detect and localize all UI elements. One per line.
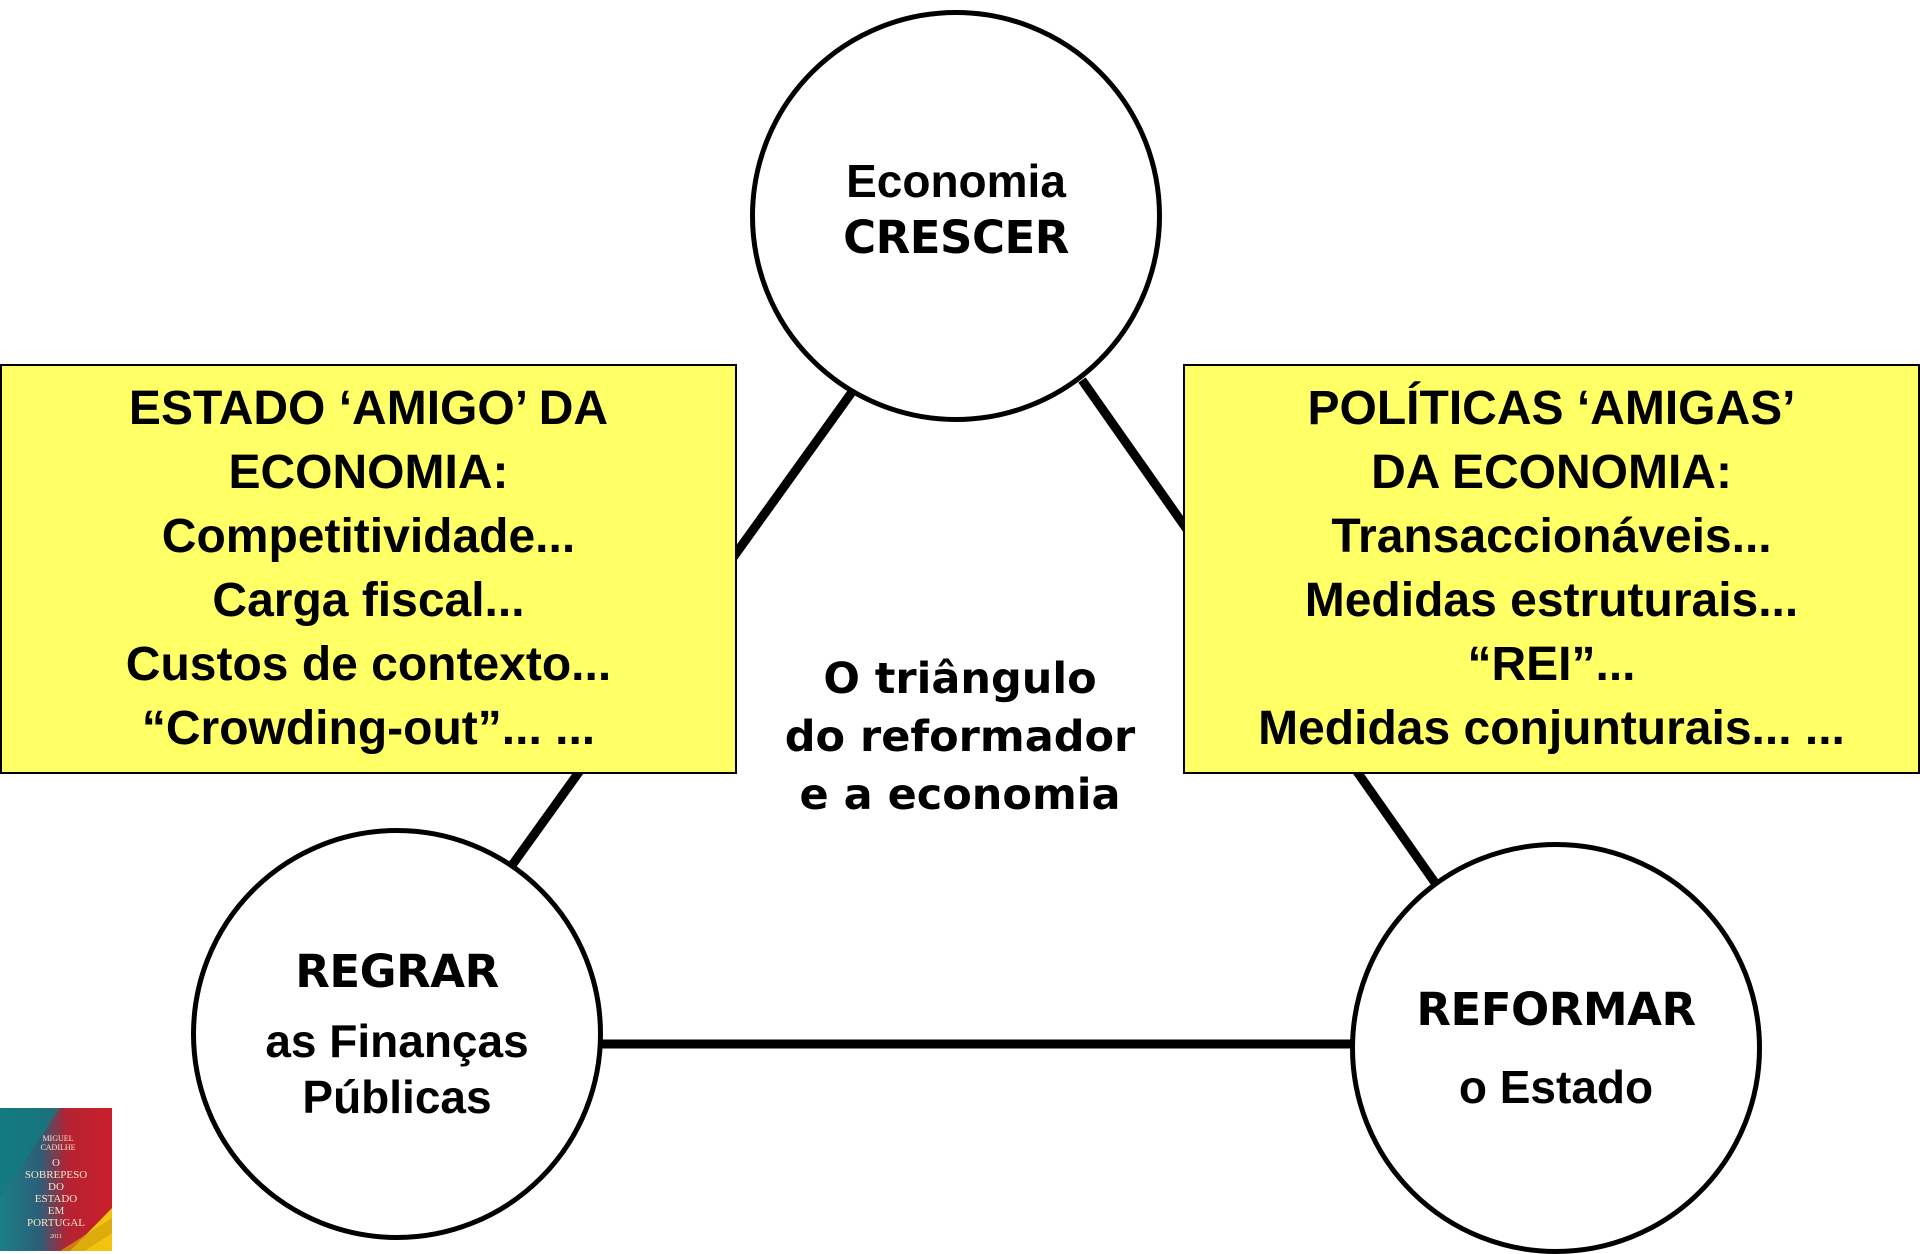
svg-text:CADILHE: CADILHE xyxy=(40,1143,75,1152)
node-economia-crescer: Economia CRESCER xyxy=(750,10,1162,422)
book-cover-image: MIGUEL CADILHE O SOBREPESO DO ESTADO EM … xyxy=(0,1108,112,1251)
svg-text:DO: DO xyxy=(48,1181,64,1193)
box-left-line: Custos de contexto... xyxy=(125,638,612,691)
node-top-title: CRESCER xyxy=(843,211,1069,264)
box-right-line: POLÍTICAS ‘AMIGAS’ xyxy=(1307,382,1796,435)
box-left-line: ECONOMIA: xyxy=(228,446,509,499)
box-left-line: ESTADO ‘AMIGO’ DA xyxy=(128,382,609,435)
node-top-subtitle: Economia xyxy=(846,155,1066,207)
box-left-line: Competitividade... xyxy=(161,510,576,563)
svg-text:PORTUGAL: PORTUGAL xyxy=(27,1217,85,1229)
svg-text:SOBREPESO: SOBREPESO xyxy=(25,1169,87,1181)
node-right-subtitle: o Estado xyxy=(1458,1061,1654,1113)
node-left-title: REGRAR xyxy=(295,945,499,998)
box-right-line: Medidas conjunturais... ... xyxy=(1258,702,1845,755)
center-title: O triângulo do reformador e a economia xyxy=(740,650,1180,824)
node-left-line2: as Finanças xyxy=(265,1015,529,1067)
center-title-line: O triângulo xyxy=(823,654,1097,704)
box-left-line: Carga fiscal... xyxy=(212,574,525,627)
box-right-line: DA ECONOMIA: xyxy=(1371,446,1732,499)
center-title-line: do reformador xyxy=(784,712,1136,762)
box-politicas-amigas: POLÍTICAS ‘AMIGAS’ DA ECONOMIA: Transacc… xyxy=(1183,364,1920,774)
node-regrar-financas: REGRAR as Finanças Públicas xyxy=(191,828,603,1240)
svg-text:2011: 2011 xyxy=(50,1234,62,1240)
box-left-line: “Crowding-out”... ... xyxy=(141,702,596,755)
svg-text:MIGUEL: MIGUEL xyxy=(42,1134,73,1143)
node-reformar-estado: REFORMAR o Estado xyxy=(1350,842,1762,1254)
svg-text:EM: EM xyxy=(48,1205,65,1217)
box-right-line: Transaccionáveis... xyxy=(1331,510,1772,563)
svg-text:ESTADO: ESTADO xyxy=(35,1193,78,1205)
box-right-line: “REI”... xyxy=(1467,638,1636,691)
box-right-line: Medidas estruturais... xyxy=(1304,574,1799,627)
svg-text:O: O xyxy=(52,1157,60,1169)
center-title-line: e a economia xyxy=(799,770,1121,820)
node-right-title: REFORMAR xyxy=(1416,983,1696,1036)
box-estado-amigo: ESTADO ‘AMIGO’ DA ECONOMIA: Competitivid… xyxy=(0,364,737,774)
node-left-line3: Públicas xyxy=(302,1071,492,1123)
